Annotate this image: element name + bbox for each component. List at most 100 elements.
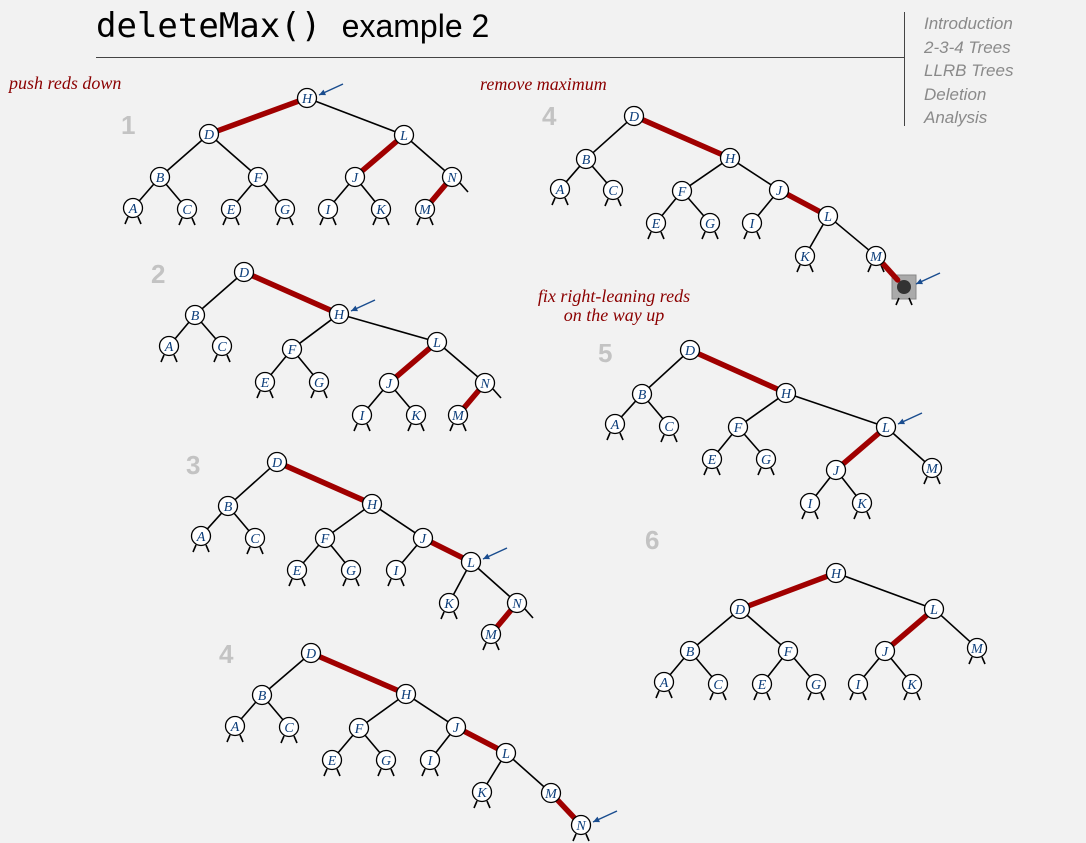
red-link-N-M [493, 606, 515, 631]
step-number-2: 2 [151, 259, 166, 289]
nav-item-analysis[interactable]: Analysis [924, 108, 988, 127]
node-key: M [869, 250, 883, 265]
tree-node-M: M [540, 782, 562, 804]
null-link [205, 544, 210, 553]
tree-node-F: F [727, 416, 749, 438]
null-link [655, 690, 660, 699]
null-link [660, 231, 665, 240]
node-key: G [705, 217, 715, 232]
null-link [390, 768, 395, 777]
null-link [462, 423, 467, 432]
node-circle [217, 495, 239, 517]
node-circle [300, 642, 322, 664]
null-link [757, 467, 762, 476]
null-link [434, 768, 439, 777]
node-circle [233, 261, 255, 283]
null-link [703, 467, 708, 476]
tree-node-B: B [251, 684, 273, 706]
node-circle [278, 716, 300, 738]
nav-item-234-trees[interactable]: 2-3-4 Trees [924, 37, 1011, 57]
null-link [572, 833, 577, 842]
tree-node-C: C [602, 179, 624, 201]
null-link [319, 217, 324, 226]
step-number-5: 5 [598, 338, 613, 368]
node-circle [244, 527, 266, 549]
node-circle [506, 592, 528, 614]
node-circle [847, 673, 869, 695]
node-circle [419, 749, 441, 771]
black-link-D-F [214, 138, 253, 173]
node-key: C [250, 532, 260, 547]
black-link-D-B [647, 354, 685, 390]
node-key: E [260, 376, 270, 391]
node-circle [405, 404, 427, 426]
null-link [473, 800, 478, 809]
black-link-J-I [756, 195, 775, 218]
node-circle [701, 448, 723, 470]
node-key: N [575, 819, 586, 834]
node-circle [794, 245, 816, 267]
tree-node-A: A [549, 178, 571, 200]
null-link [235, 217, 240, 226]
node-key: I [749, 217, 756, 232]
step-number-6: 6 [645, 525, 660, 555]
tree-node-I: I [741, 212, 763, 234]
null-link [564, 197, 569, 206]
null-link [192, 544, 197, 553]
title-text: example 2 [341, 8, 490, 44]
node-key: K [410, 409, 421, 424]
null-link [449, 423, 454, 432]
null-link [288, 578, 293, 587]
node-key: M [484, 628, 498, 643]
tree-node-J: J [378, 372, 400, 394]
node-circle [921, 457, 943, 479]
node-circle [901, 673, 923, 695]
tree-node-I: I [351, 404, 373, 426]
black-link-F-E [766, 656, 784, 679]
node-circle [602, 179, 624, 201]
node-key: B [191, 309, 200, 324]
black-link-L-M [891, 431, 927, 464]
black-link-H-L [314, 100, 397, 133]
nav-item-introduction[interactable]: Introduction [924, 14, 1013, 33]
nav-item-llrb-trees[interactable]: LLRB Trees [924, 61, 1014, 80]
tree-node-H: H [719, 147, 741, 169]
null-link [796, 264, 801, 273]
tree-node-G: G [308, 371, 330, 393]
tree-node-F: F [281, 338, 303, 360]
tree-node-C: C [176, 198, 198, 220]
node-key: A [164, 340, 174, 355]
tree-node-H: H [775, 382, 797, 404]
null-link [416, 217, 421, 226]
tree-node-I: I [419, 749, 441, 771]
node-circle [679, 339, 701, 361]
black-link-B-A [564, 164, 582, 184]
node-key: L [432, 336, 441, 351]
pointer-arrowhead [483, 553, 490, 560]
null-link [276, 217, 281, 226]
null-link [714, 231, 719, 240]
node-circle [149, 166, 171, 188]
tree-node-G: G [274, 198, 296, 220]
tree-node-D: D [198, 123, 220, 145]
black-link-F-G [363, 733, 382, 755]
node-circle [370, 198, 392, 220]
tree-node-E: E [321, 749, 343, 771]
tree-node-B: B [575, 148, 597, 170]
pointer-arrowhead [351, 305, 358, 312]
tree-node-B: B [679, 640, 701, 662]
black-link-F-G [686, 196, 706, 218]
node-circle [344, 166, 366, 188]
node-circle [378, 372, 400, 394]
black-link-H-L [793, 394, 879, 426]
null-link [440, 611, 445, 620]
nav-item-deletion[interactable]: Deletion [924, 84, 987, 104]
node-key: D [203, 128, 214, 143]
node-circle [755, 448, 777, 470]
black-link-L-N [476, 566, 512, 599]
black-link-D-B [267, 657, 306, 691]
node-circle [361, 493, 383, 515]
null-link [459, 182, 469, 193]
